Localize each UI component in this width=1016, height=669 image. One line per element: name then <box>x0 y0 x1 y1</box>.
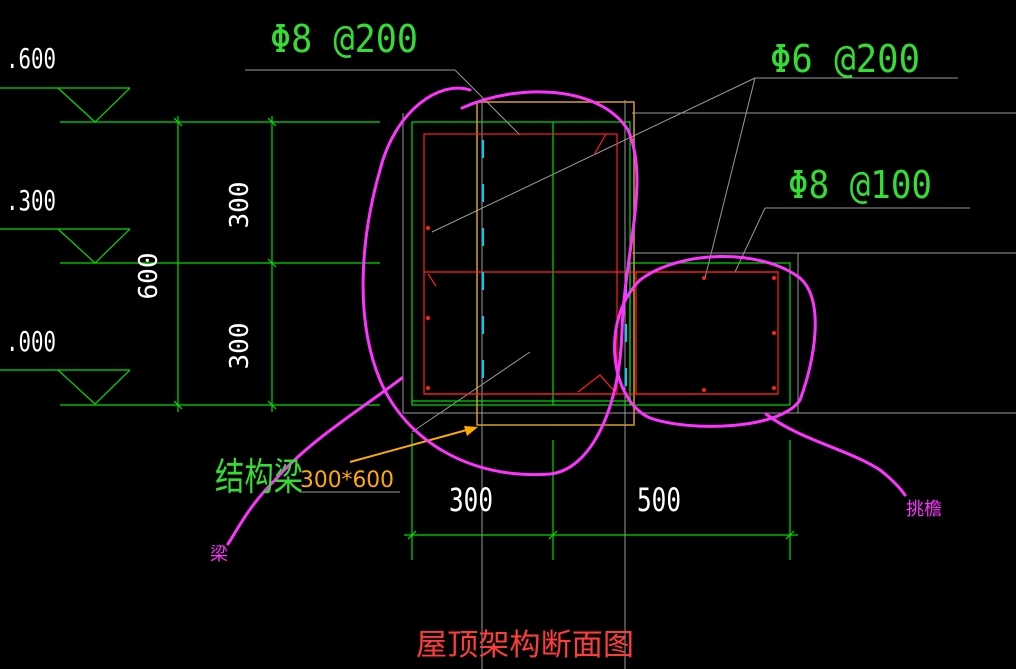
level-label-middle: .300 <box>6 184 56 217</box>
structural-beam-label: 结构梁 <box>215 455 303 499</box>
dim-beam-width: 300 <box>449 481 493 519</box>
beam-size-arrow <box>349 427 475 463</box>
dimension-lines <box>0 87 798 560</box>
dim-upper-height: 300 <box>225 182 255 229</box>
eave-pointer <box>764 412 907 497</box>
beam-note: 梁 <box>210 544 228 565</box>
dim-eave-width: 500 <box>637 481 681 519</box>
dim-total-height: 600 <box>134 253 164 300</box>
highlight-markup <box>226 86 907 546</box>
beam-size-arrowhead <box>464 426 478 436</box>
dashed-rebar <box>482 140 627 395</box>
beam-circle <box>361 86 639 477</box>
level-label-bottom: .000 <box>6 325 56 358</box>
eave-circle <box>613 255 817 428</box>
drawing-title: 屋顶架构断面图 <box>416 628 634 663</box>
eave-note: 挑檐 <box>906 499 942 520</box>
beam-outline <box>476 101 635 426</box>
beam-pointer <box>226 376 404 546</box>
dim-lower-height: 300 <box>225 323 255 370</box>
guide-lines <box>245 69 1016 669</box>
beam-size-label: 300*600 <box>300 468 394 493</box>
level-label-top: .600 <box>6 42 56 75</box>
rebar-callout-right-upper: Φ6 @200 <box>770 37 920 81</box>
rebar-cage <box>423 133 779 395</box>
rebar-callout-top: Φ8 @200 <box>270 17 418 61</box>
rebar-dots <box>426 226 776 392</box>
rebar-callout-right-lower: Φ8 @100 <box>788 163 932 207</box>
